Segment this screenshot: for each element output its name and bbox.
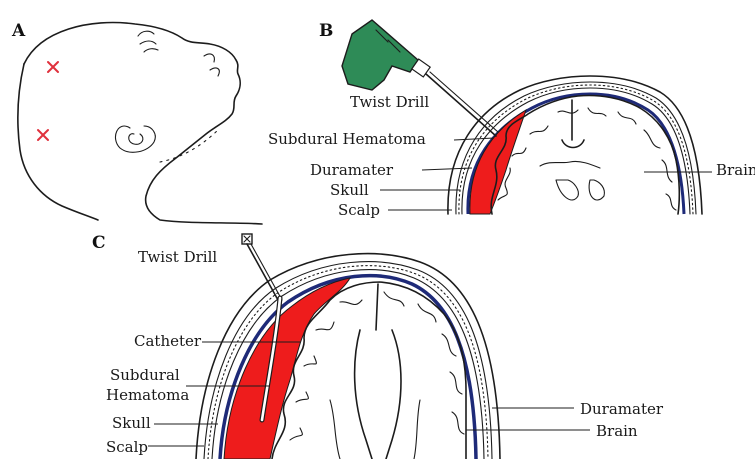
hematoma-b <box>470 110 526 214</box>
label-scalp-b: Scalp <box>338 201 380 219</box>
head-profile <box>18 23 262 224</box>
panel-c: C Twist Drill Catheter Subdural Hematoma <box>92 233 664 459</box>
panel-a: A <box>11 21 262 224</box>
drill-body <box>342 20 418 90</box>
panel-b: B Twist Drill Subdural Hematoma Duramate… <box>268 20 755 219</box>
label-scalp-c: Scalp <box>106 438 148 456</box>
label-brain-c: Brain <box>596 422 638 440</box>
twist-drill-b <box>342 20 498 136</box>
label-skull-c: Skull <box>112 414 151 432</box>
label-subdural-c: Subdural <box>110 366 180 384</box>
label-catheter-c: Catheter <box>134 332 202 350</box>
label-twist-drill-c: Twist Drill <box>138 248 217 266</box>
panel-b-letter: B <box>319 21 333 41</box>
label-brain-b: Brain <box>716 161 755 179</box>
label-hematoma-c: Hematoma <box>106 386 189 404</box>
burr-site-marker-1 <box>48 62 58 72</box>
twist-drill-c <box>242 234 282 300</box>
label-subdural-hematoma-b: Subdural Hematoma <box>268 130 426 148</box>
panel-a-letter: A <box>11 21 26 41</box>
burr-site-marker-2 <box>38 130 48 140</box>
label-duramater-c: Duramater <box>580 400 664 418</box>
label-duramater-b: Duramater <box>310 161 394 179</box>
label-twist-drill-b: Twist Drill <box>350 93 429 111</box>
panel-c-letter: C <box>92 233 106 253</box>
label-skull-b: Skull <box>330 181 369 199</box>
